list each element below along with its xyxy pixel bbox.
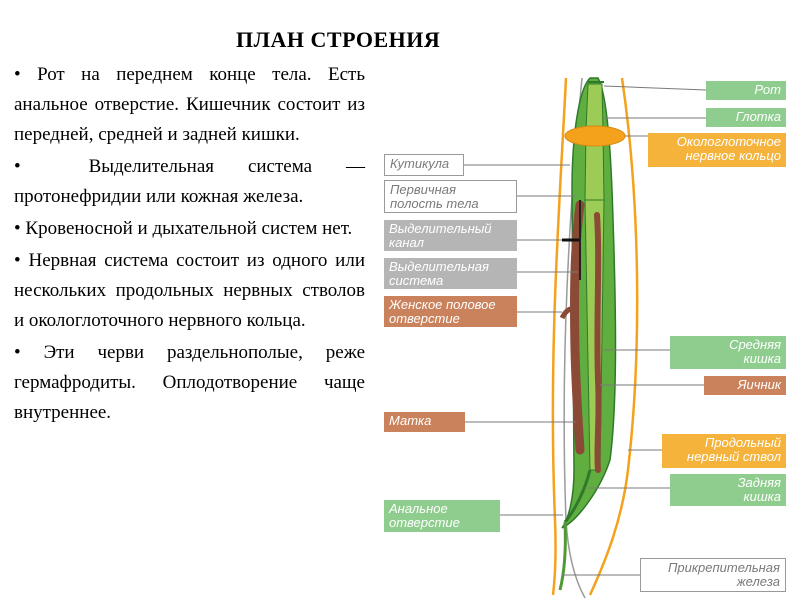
bullet-text: Рот на переднем конце тела. Есть анально…: [14, 64, 365, 145]
nerve-ring: [564, 125, 626, 147]
label-body-cavity: Первичная полость тела: [384, 180, 517, 213]
label-text: Глотка: [735, 109, 781, 124]
bullet-item: • Эти черви раздельнополые, реже гермафр…: [14, 338, 365, 428]
label-text: Задняя: [737, 475, 781, 490]
leader-mouth: [603, 85, 707, 91]
label-text: отверстие: [389, 311, 460, 326]
label-pharynx: Глотка: [706, 108, 786, 127]
label-anus: Анальное отверстие: [384, 500, 500, 532]
bullet-dot: •: [14, 64, 38, 85]
label-text: Анальное: [389, 501, 448, 516]
label-mouth: Рот: [706, 81, 786, 100]
label-text: Средняя: [729, 337, 781, 352]
label-midgut: Средняя кишка: [670, 336, 786, 369]
label-text: кишка: [743, 351, 781, 366]
label-gland: Прикрепительная железа: [640, 558, 786, 592]
leader-lines: [462, 85, 707, 576]
label-text: Первичная: [390, 182, 456, 197]
label-text: система: [389, 273, 444, 288]
label-nerve-ring: Окологлоточное нервное кольцо: [648, 133, 786, 167]
label-text: Выделительная: [389, 259, 489, 274]
label-uterus: Матка: [384, 412, 465, 432]
ovary: [594, 212, 602, 473]
page-title: ПЛАН СТРОЕНИЯ: [236, 27, 441, 52]
label-text: отверстие: [389, 515, 460, 530]
label-text: канал: [389, 235, 424, 250]
label-nerve-cord: Продольный нервный ствол: [662, 434, 786, 468]
label-text: Матка: [389, 413, 432, 428]
label-text: Окологлоточное: [676, 134, 781, 149]
label-ovary: Яичник: [704, 376, 786, 395]
longitudinal-nerve-left: [551, 77, 568, 596]
label-text: кишка: [743, 489, 781, 504]
label-text: полость тела: [390, 196, 479, 211]
label-text: Рот: [754, 82, 781, 97]
hindgut: [563, 469, 592, 523]
label-text: Продольный: [704, 435, 781, 450]
bullet-item: • Кровеносной и дыхательной систем нет.: [14, 214, 365, 244]
bullet-text: Кровеносной и дыхательной систем нет.: [25, 218, 353, 239]
label-text: Выделительный: [389, 221, 492, 236]
label-text: Яичник: [737, 377, 781, 392]
bullet-list: • Рот на переднем конце тела. Есть аналь…: [14, 60, 365, 428]
label-text: нервный ствол: [686, 449, 781, 464]
bullet-item: • Выделительная система — протонефридии …: [14, 152, 365, 212]
tail-gland: [558, 521, 567, 591]
label-excretory-canal: Выделительный канал: [384, 220, 517, 251]
bullet-dot: •: [14, 156, 89, 177]
label-text: нервное кольцо: [685, 148, 781, 163]
label-excretory-system: Выделительная система: [384, 258, 517, 289]
bullet-dot: •: [14, 218, 26, 239]
label-text: Женское половое: [389, 297, 496, 312]
label-hindgut: Задняя кишка: [670, 474, 786, 506]
female-pore-duct: [559, 305, 580, 320]
bullet-text: Эти черви раздельнополые, реже гермафрод…: [14, 342, 366, 423]
bullet-dot: •: [14, 342, 44, 363]
label-cuticle: Кутикула: [384, 154, 464, 176]
bullet-dot: •: [14, 250, 29, 271]
bullet-text: Нервная система состоит из одного или не…: [14, 250, 366, 331]
uterus: [570, 200, 585, 455]
bullet-text: Выделительная система — протонефридии ил…: [14, 156, 366, 207]
bullet-item: • Рот на переднем конце тела. Есть аналь…: [14, 60, 365, 150]
label-text: железа: [736, 574, 780, 589]
label-female-pore: Женское половое отверстие: [384, 296, 517, 327]
label-text: Кутикула: [390, 156, 450, 171]
bullet-item: • Нервная система состоит из одного или …: [14, 246, 365, 336]
label-text: Прикрепительная: [668, 560, 780, 575]
longitudinal-nerve-right: [588, 77, 639, 596]
